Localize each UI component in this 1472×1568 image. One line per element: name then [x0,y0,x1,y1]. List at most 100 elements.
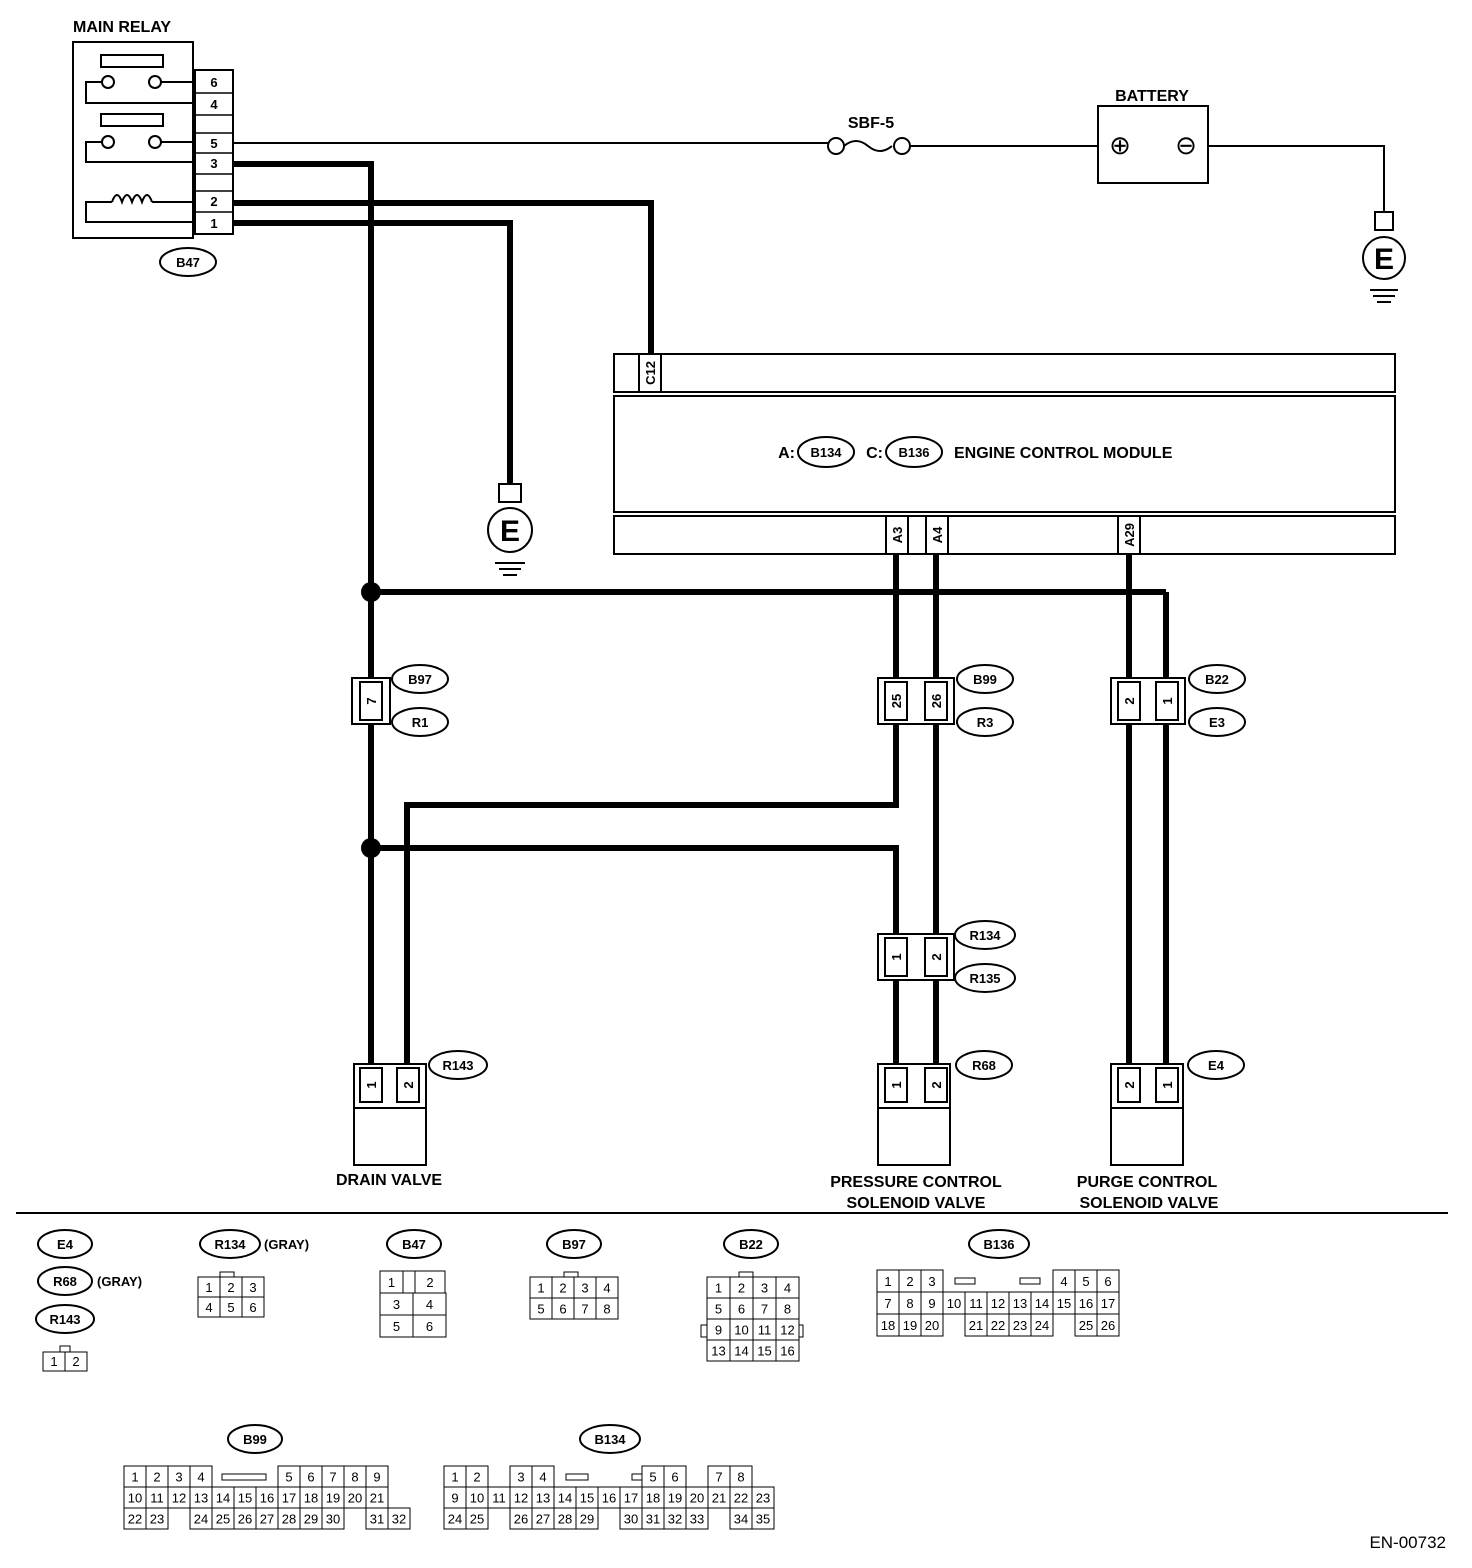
legend-pin-label: 22 [128,1512,142,1527]
legend-pin-label: 2 [227,1280,234,1295]
legend-pin-label: 15 [1057,1296,1071,1311]
legend-pin-label: 6 [738,1302,745,1317]
legend-b97: B97 [562,1237,586,1252]
legend-pin-label: 9 [715,1323,722,1338]
legend-pin-cell [920,1313,944,1337]
legend-pin-label: 4 [205,1300,212,1315]
legend-pin-cell [321,1507,345,1530]
junction-dot-upper [361,582,381,602]
legend-pin-label: 13 [711,1344,725,1359]
legend-r134: R134 [214,1237,246,1252]
legend-pin-label: 6 [249,1300,256,1315]
legend-pin-label: 14 [216,1491,230,1506]
legend-pin-label: 21 [712,1491,726,1506]
legend-pin-label: 17 [1101,1296,1115,1311]
fuse-terminal-right [893,137,911,155]
legend-pin-label: 5 [649,1470,656,1485]
legend-pin-label: 4 [197,1470,204,1485]
relay-pin-3: 3 [210,156,217,171]
legend-pin-label: 3 [928,1274,935,1289]
main-relay-title: MAIN RELAY [73,19,171,36]
legend-pin-label: 30 [624,1512,638,1527]
legend-b22: B22 [739,1237,763,1252]
legend-pin-label: 4 [1060,1274,1067,1289]
legend-pin-label: 5 [285,1470,292,1485]
legend-pin-label: 26 [1101,1318,1115,1333]
legend-r134-note: (GRAY) [264,1237,309,1252]
legend-pin-cell [241,1296,265,1318]
legend-pin-label: 9 [451,1491,458,1506]
legend-pin-cell [775,1339,800,1362]
purge-pin-right: 1 [1160,1081,1175,1088]
legend-pin-label: 31 [646,1512,660,1527]
ecm-prefix-a: A: [778,445,795,462]
legend-e4: E4 [57,1237,74,1252]
legend-pin-label: 26 [238,1512,252,1527]
legend-pin-label: 10 [128,1491,142,1506]
ecm-pin-c12: C12 [643,361,658,385]
legend-pin-label: 18 [646,1491,660,1506]
legend-pin-cell [387,1507,411,1530]
joint-b97-r1: 7 B97 R1 [351,664,449,737]
pressure-pin-left: 1 [889,1081,904,1088]
e4-badge: E4 [1208,1058,1225,1073]
legend-pin-label: 12 [172,1491,186,1506]
legend-pin-cell [145,1507,169,1530]
legend-pin-label: 15 [580,1491,594,1506]
legend-pin-label: 24 [448,1512,462,1527]
junction-dot-lower [361,838,381,858]
legend-r143-cell: 2 [72,1354,79,1369]
legend-pin-label: 6 [426,1319,433,1334]
purge-control-solenoid-valve: 2 1 E4 PURGE CONTROL SOLENOID VALVE [1077,1050,1245,1212]
legend-pin-label: 3 [517,1470,524,1485]
battery-plus-icon: ⊕ [1109,130,1131,160]
legend-b47: B47 [402,1237,426,1252]
drain-pin-left: 1 [364,1081,379,1088]
legend-pin-label: 6 [307,1470,314,1485]
r143-badge: R143 [442,1058,473,1073]
legend-pin-label: 7 [581,1302,588,1317]
joint-b99-r3: 25 26 B99 R3 [877,664,1014,737]
legend-pin-label: 3 [393,1297,400,1312]
legend-r68-note: (GRAY) [97,1274,142,1289]
r1-badge: R1 [412,715,429,730]
legend-pin-label: 2 [473,1470,480,1485]
purge-label-line1: PURGE CONTROL [1077,1174,1218,1191]
legend-pin-label: 22 [991,1318,1005,1333]
purge-label-line2: SOLENOID VALVE [1080,1195,1219,1212]
legend-pin-label: 19 [903,1318,917,1333]
ecm-prefix-c: C: [866,445,883,462]
legend-pin-label: 14 [558,1491,572,1506]
legend-pin-label: 5 [715,1302,722,1317]
legend-pin-label: 3 [249,1280,256,1295]
ecm-connector-c-badge: B136 [898,445,929,460]
legend-pin-label: 26 [514,1512,528,1527]
legend-pin-label: 23 [150,1512,164,1527]
relay-pin-5: 5 [210,136,217,151]
legend-pin-label: 6 [671,1470,678,1485]
pressure-label-line2: SOLENOID VALVE [847,1195,986,1212]
legend-pin-label: 1 [451,1470,458,1485]
legend-pin-label: 20 [690,1491,704,1506]
legend-b136: B136 [983,1237,1014,1252]
legend-pin-label: 2 [426,1275,433,1290]
ground-label-relay: E [500,515,520,548]
legend-pin-label: 34 [734,1512,748,1527]
legend-pin-label: 35 [756,1512,770,1527]
e3-badge: E3 [1209,715,1225,730]
legend-pin-label: 32 [392,1512,406,1527]
legend-pin-label: 24 [1035,1318,1049,1333]
legend-pin-label: 8 [351,1470,358,1485]
legend-pin-label: 4 [784,1281,791,1296]
legend-pin-cell [1096,1313,1120,1337]
legend-pin-label: 21 [969,1318,983,1333]
b22-badge: B22 [1205,672,1229,687]
legend-pin-cell [465,1507,489,1530]
legend-pin-label: 3 [175,1470,182,1485]
legend-pin-label: 7 [884,1296,891,1311]
legend-pin-label: 12 [991,1296,1005,1311]
